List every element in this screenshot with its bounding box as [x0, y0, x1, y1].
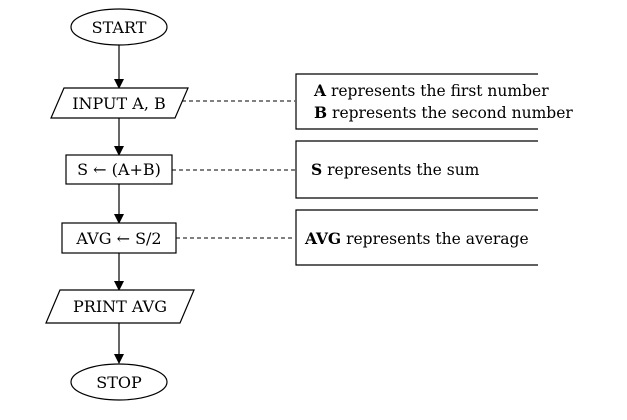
avg-process: AVG ← S/2: [61, 222, 177, 254]
sum-process: S ← (A+B): [65, 154, 173, 185]
sum-annotation: S represents the sum: [295, 140, 538, 199]
avg-label: AVG ← S/2: [75, 229, 161, 248]
input-label: INPUT A, B: [72, 94, 166, 113]
avg-note-line: AVG represents the average: [304, 229, 529, 248]
input-annotation: A represents the first number B represen…: [295, 73, 573, 130]
input-note-line-2: B represents the second number: [314, 103, 573, 122]
stop-terminal: STOP: [70, 363, 168, 401]
input-node: INPUT A, B: [50, 87, 189, 119]
print-node: PRINT AVG: [45, 289, 195, 324]
print-label: PRINT AVG: [73, 297, 167, 316]
start-terminal: START: [70, 8, 168, 46]
stop-label: STOP: [96, 373, 142, 392]
sum-note-line: S represents the sum: [311, 160, 480, 179]
start-label: START: [92, 18, 147, 37]
avg-annotation: AVG represents the average: [295, 209, 538, 266]
input-note-line-1: A represents the first number: [313, 81, 549, 100]
sum-label: S ← (A+B): [77, 160, 161, 179]
